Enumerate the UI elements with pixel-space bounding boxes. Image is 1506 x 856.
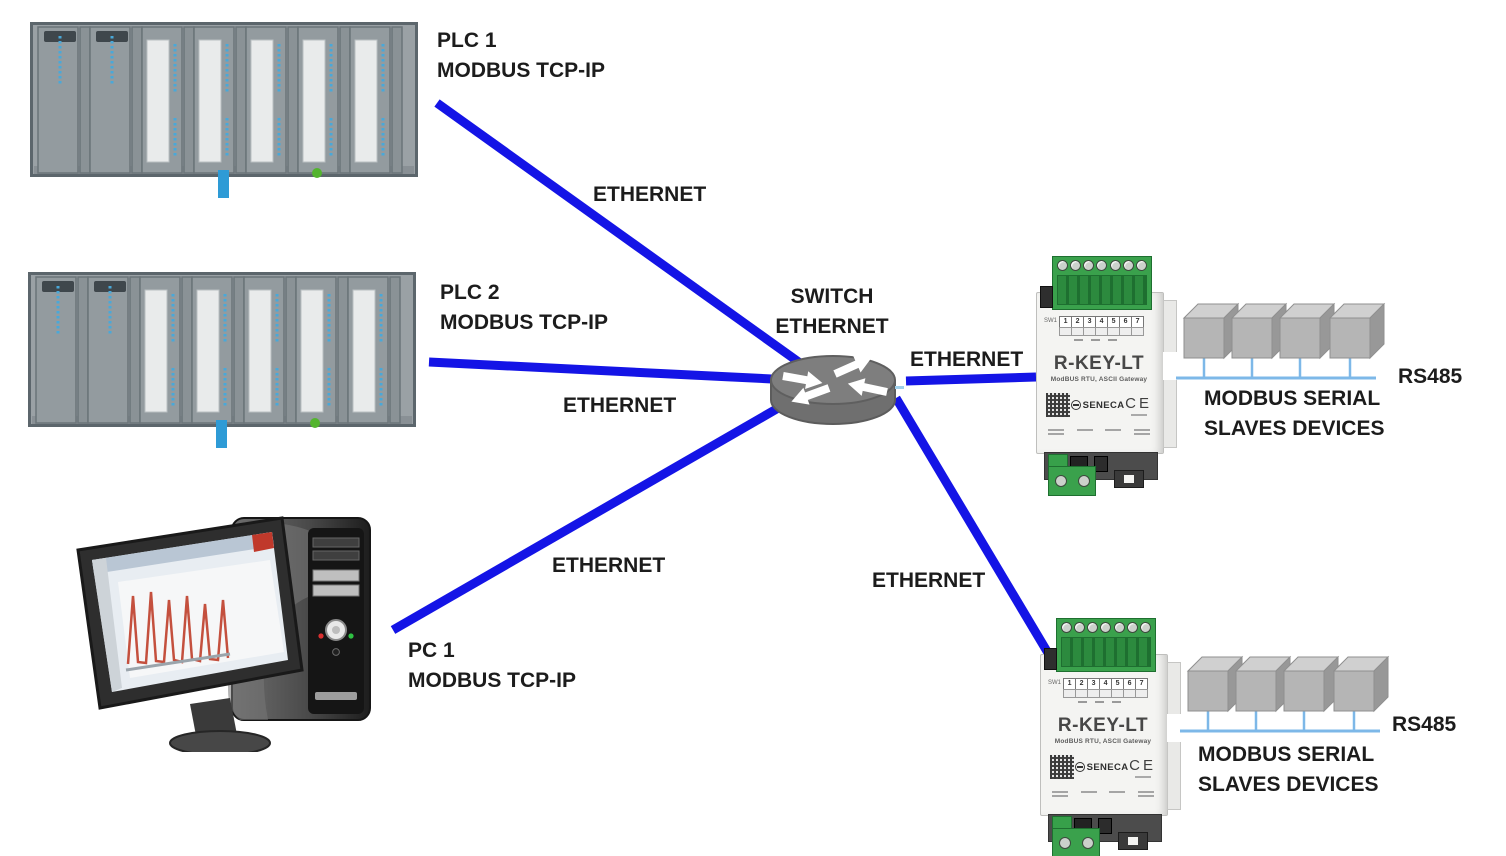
terminal-screw bbox=[1100, 622, 1112, 633]
terminal-screw bbox=[1057, 260, 1068, 271]
din-rail-notch bbox=[1167, 714, 1181, 742]
pc1-icon bbox=[76, 516, 371, 752]
terminal-screw bbox=[1122, 260, 1134, 271]
ce-mark: CE bbox=[1125, 395, 1152, 416]
terminal-screw bbox=[1083, 260, 1095, 271]
side-component bbox=[1044, 648, 1057, 670]
terminal-screw bbox=[1087, 622, 1099, 633]
ethernet-link-plc2-switch bbox=[428, 357, 773, 384]
ethernet-link-switch-gateway-top bbox=[905, 372, 1037, 386]
seneca-logo: SENECA bbox=[1070, 400, 1125, 411]
qr-code bbox=[1050, 755, 1074, 779]
terminal-block-bottom bbox=[1048, 466, 1096, 496]
terminal-screw bbox=[1070, 260, 1082, 271]
terminal-screw bbox=[1126, 622, 1138, 633]
pc-green-led bbox=[348, 633, 354, 639]
bottom-slot bbox=[1098, 818, 1112, 834]
terminal-screw bbox=[1113, 622, 1125, 633]
rs485-label-top: RS485 bbox=[1398, 365, 1463, 388]
terminal-screw bbox=[1058, 837, 1071, 849]
seneca-logo: SENECA bbox=[1074, 762, 1129, 773]
plc1-rack-icon bbox=[30, 22, 418, 198]
switch-arrows bbox=[782, 356, 888, 405]
ethernet-label-plc2: ETHERNET bbox=[563, 394, 677, 417]
switch-label: SWITCH ETHERNET bbox=[775, 285, 889, 338]
terminal-screw bbox=[1109, 260, 1121, 271]
rs485-label-bottom: RS485 bbox=[1392, 713, 1457, 736]
terminal-block-bottom bbox=[1052, 828, 1100, 856]
terminal-screw bbox=[1061, 622, 1072, 633]
din-rail-notch bbox=[1163, 352, 1177, 380]
modbus-slaves-label-top: MODBUS SERIAL SLAVES DEVICES bbox=[1204, 387, 1385, 440]
pc-red-led bbox=[318, 633, 324, 639]
gateway-subtitle: ModBUS RTU, ASCII Gateway bbox=[1054, 738, 1152, 745]
plc-blue-tab bbox=[216, 420, 227, 448]
plc2-rack-icon bbox=[28, 272, 416, 448]
terminal-teeth bbox=[1057, 275, 1147, 305]
plc-green-led bbox=[312, 168, 322, 178]
bottom-slot bbox=[1094, 456, 1108, 472]
plc1-label: PLC 1 MODBUS TCP-IP bbox=[437, 29, 605, 82]
ethernet-label-gateway-top: ETHERNET bbox=[910, 348, 1024, 371]
ethernet-switch-icon bbox=[770, 355, 904, 425]
slave-device-cube bbox=[1186, 655, 1244, 713]
gateway-model-label: R-KEY-LT bbox=[1057, 715, 1149, 736]
dip-switch-label: SW1 bbox=[1048, 680, 1062, 686]
slave-device-cube bbox=[1332, 655, 1390, 713]
ethernet-link-switch-gateway-bottom bbox=[892, 395, 1052, 656]
monitor-base bbox=[169, 730, 271, 752]
qr-code bbox=[1046, 393, 1070, 417]
terminal-screw bbox=[1135, 260, 1147, 271]
gateway-subtitle: ModBUS RTU, ASCII Gateway bbox=[1050, 376, 1148, 383]
pc-monitor bbox=[76, 516, 304, 710]
port-labels bbox=[1044, 429, 1154, 435]
plc-blue-tab bbox=[218, 170, 229, 198]
pc1-label: PC 1 MODBUS TCP-IP bbox=[408, 639, 576, 692]
terminal-screw bbox=[1077, 475, 1090, 487]
ethernet-label-plc1: ETHERNET bbox=[593, 183, 707, 206]
terminal-screw bbox=[1139, 622, 1151, 633]
terminal-block-top bbox=[1056, 618, 1156, 672]
ce-mark: CE bbox=[1129, 757, 1156, 778]
terminal-block-top bbox=[1052, 256, 1152, 310]
din-clip bbox=[1114, 470, 1144, 488]
plc-green-led bbox=[310, 418, 320, 428]
slave-device-cube bbox=[1278, 302, 1336, 360]
slave-device-cube bbox=[1328, 302, 1386, 360]
ethernet-label-gateway-bottom: ETHERNET bbox=[872, 569, 986, 592]
side-component bbox=[1040, 286, 1053, 308]
ethernet-link-pc1-switch bbox=[390, 403, 783, 634]
modbus-slaves-top-icon bbox=[1176, 302, 1386, 380]
seneca-logo-mark bbox=[1074, 762, 1085, 772]
terminal-screw bbox=[1081, 837, 1094, 849]
port-labels bbox=[1048, 791, 1158, 797]
modbus-slaves-label-bottom: MODBUS SERIAL SLAVES DEVICES bbox=[1198, 743, 1379, 796]
seneca-logo-mark bbox=[1070, 400, 1081, 410]
slave-device-cubes bbox=[1186, 655, 1390, 713]
ethernet-label-pc1: ETHERNET bbox=[552, 554, 666, 577]
slave-device-cubes bbox=[1182, 302, 1386, 360]
gateway-model-label: R-KEY-LT bbox=[1053, 353, 1145, 374]
terminal-screw bbox=[1054, 475, 1067, 487]
slave-device-cube bbox=[1234, 655, 1292, 713]
din-clip bbox=[1118, 832, 1148, 850]
dip-switch-label: SW1 bbox=[1044, 318, 1058, 324]
slave-device-cube bbox=[1282, 655, 1340, 713]
modbus-slaves-bottom-icon bbox=[1180, 655, 1390, 733]
terminal-screw bbox=[1074, 622, 1086, 633]
terminal-screw bbox=[1096, 260, 1108, 271]
slave-device-cube bbox=[1182, 302, 1240, 360]
slave-device-cube bbox=[1230, 302, 1288, 360]
plc2-label: PLC 2 MODBUS TCP-IP bbox=[440, 281, 608, 334]
ethernet-link-plc1-switch bbox=[434, 99, 803, 367]
terminal-teeth bbox=[1061, 637, 1151, 667]
